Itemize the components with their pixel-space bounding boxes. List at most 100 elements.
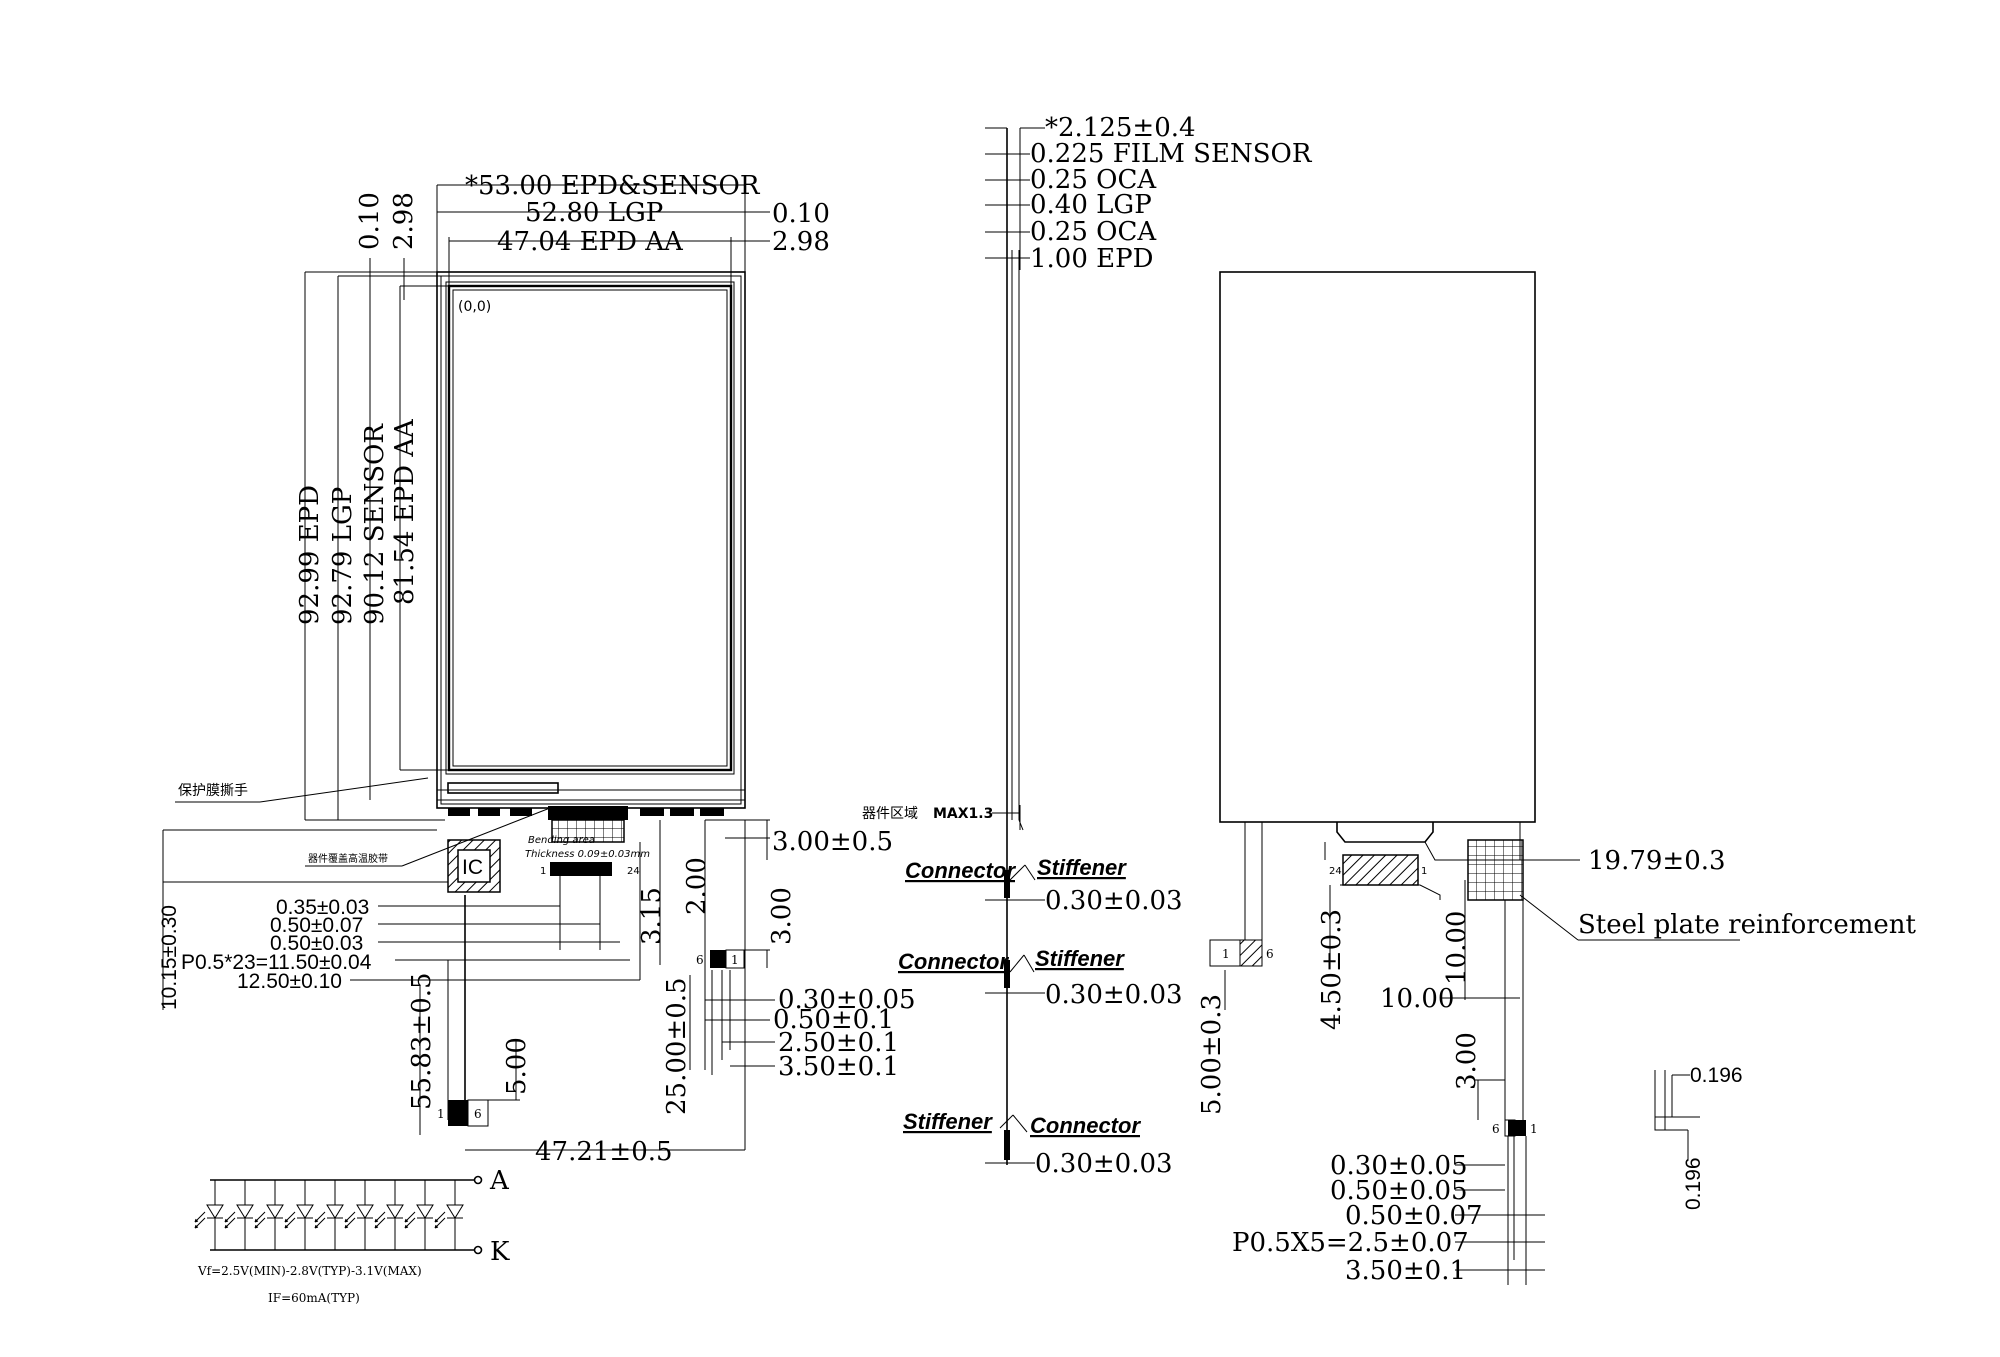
- tape-leader: [401, 807, 551, 867]
- led-emit-arrow: [224, 1217, 236, 1229]
- fpc-pin-6-label: 6: [474, 1107, 482, 1121]
- connector-label-3: Connector: [1030, 1113, 1141, 1138]
- stack-film-sensor: 0.225 FILM SENSOR: [1030, 139, 1313, 169]
- cs3-thickness: 0.30±0.03: [1035, 1149, 1173, 1179]
- dim-52-80: 52.80 LGP: [525, 198, 663, 228]
- cs1-leader-b: [1024, 864, 1036, 881]
- led-emit-arrow: [404, 1211, 416, 1223]
- dim-3-00-back: 3.00: [1452, 1032, 1482, 1090]
- dim-2-00: 2.00: [682, 857, 712, 915]
- stiffener-label-2: Stiffener: [1035, 946, 1125, 971]
- peel-leader: [259, 777, 429, 803]
- component-zone-max: MAX1.3: [933, 806, 993, 822]
- led-diode: [404, 1180, 434, 1250]
- led-triangle: [236, 1204, 254, 1219]
- dim-0-10-right: 0.10: [772, 199, 830, 229]
- dim-3-00-top: 3.00±0.5: [772, 827, 893, 857]
- led-emit-arrow: [254, 1211, 266, 1223]
- led-triangle: [266, 1204, 284, 1219]
- cs2-leader-b: [1023, 954, 1035, 973]
- led-vf: Vf=2.5V(MIN)-2.8V(TYP)-3.1V(MAX): [197, 1264, 422, 1278]
- led-triangle: [416, 1204, 434, 1219]
- anode-terminal: [473, 1175, 483, 1185]
- dim-5-00-back: 5.00±0.3: [1197, 994, 1227, 1115]
- detail-bracket: [1654, 1070, 1688, 1131]
- back-tail-pin-1: 1: [1530, 1122, 1538, 1136]
- dim-25-00: 25.00±0.5: [662, 977, 692, 1115]
- dim-90-12: 90.12 SENSOR: [360, 423, 390, 625]
- led-emit-arrow: [344, 1211, 356, 1223]
- sensor-outline: [445, 281, 735, 775]
- back-pin-24: 24: [1329, 866, 1342, 877]
- dim-tail-0-50: 0.50±0.1: [773, 1005, 894, 1035]
- dim-tail-3-50: 3.50±0.1: [778, 1052, 899, 1082]
- fpc-bend-block: [548, 806, 628, 820]
- led-diode: [344, 1180, 374, 1250]
- led-diode: [194, 1180, 224, 1250]
- fpc-pin-1-label: 1: [437, 1107, 445, 1121]
- led-diode: [224, 1180, 254, 1250]
- dim-10-15: 10.15±0.30: [158, 905, 181, 1010]
- dim-53: *53.00 EPD&SENSOR: [465, 171, 761, 201]
- fpc-pad-4: [640, 808, 664, 816]
- steel-label: Steel plate reinforcement: [1578, 910, 1916, 940]
- tail-pin-6-label: 6: [696, 953, 704, 967]
- cs2-stiffener: [1004, 960, 1010, 988]
- dim-92-99: 92.99 EPD: [295, 485, 325, 625]
- ic-label: IC: [462, 856, 483, 879]
- component-zone-label: 器件区域: [862, 806, 918, 822]
- cathode-terminal: [473, 1245, 483, 1255]
- cs1-thickness: 0.30±0.03: [1045, 886, 1183, 916]
- led-emit-arrow: [314, 1211, 326, 1223]
- dim-5-00: 5.00: [502, 1037, 532, 1095]
- led-diode: [434, 1180, 464, 1250]
- cs1-stiffener: [1004, 870, 1010, 898]
- dim-3-00-vert: 3.00: [767, 887, 797, 945]
- back-tab-pin-6: 6: [1266, 947, 1274, 961]
- back-dim-0-50-07: 0.50±0.07: [1345, 1201, 1483, 1231]
- dim-10-00-v: 10.00: [1442, 911, 1472, 985]
- epd-sensor-outline: [436, 271, 746, 809]
- thickness-label: Thickness 0.09±0.03mm: [525, 849, 650, 860]
- right-tail-box: [725, 949, 745, 969]
- tail-end-box: [467, 1099, 489, 1127]
- led-triangle: [386, 1204, 404, 1219]
- tape-label: 器件覆盖高温胶带: [308, 852, 388, 865]
- led-emit-arrow: [284, 1211, 296, 1223]
- led-emit-arrow: [434, 1211, 446, 1223]
- cs2-thickness: 0.30±0.03: [1045, 980, 1183, 1010]
- dim-81-54: 81.54 EPD AA: [390, 418, 420, 605]
- fpc-pad-3: [510, 808, 532, 816]
- front-view: (0,0) IC Bending area Thickness 0.09±0.0…: [158, 171, 916, 1167]
- led-emit-arrow: [344, 1217, 356, 1229]
- epd-aa-inner: [452, 289, 728, 767]
- led-diode: [284, 1180, 314, 1250]
- epd-active-area: [447, 284, 733, 772]
- connector-label-1: Connector: [905, 858, 1016, 883]
- cathode-label: K: [490, 1237, 510, 1267]
- fpc-pad-5: [670, 808, 694, 816]
- led-emit-arrow: [404, 1217, 416, 1229]
- detail-dim-1: 0.196: [1690, 1064, 1743, 1087]
- back-tail-connector: [1508, 1120, 1526, 1136]
- led-triangle: [356, 1204, 374, 1219]
- tail-pin-1-label: 1: [731, 953, 739, 967]
- back-tab-connector: [1239, 939, 1263, 967]
- fpc-connector-pads: [550, 862, 612, 876]
- dim-19-79: 19.79±0.3: [1588, 846, 1726, 876]
- led-if: IF=60mA(TYP): [268, 1291, 360, 1305]
- fpc-pad-2: [478, 808, 500, 816]
- cs1-leader-a: [1009, 864, 1026, 881]
- dim-tail-2-50: 2.50±0.1: [778, 1028, 899, 1058]
- dim-4-50: 4.50±0.3: [1317, 909, 1347, 1030]
- dim-2-98-left: 2.98: [389, 192, 419, 250]
- led-triangle: [296, 1204, 314, 1219]
- dim-0-50-07: 0.50±0.07: [270, 914, 363, 937]
- led-diode: [254, 1180, 284, 1250]
- back-fpc-lower: [1340, 884, 1441, 900]
- tail-end-connector: [448, 1100, 468, 1126]
- led-diode: [314, 1180, 344, 1250]
- back-view: 24 1 19.79±0.3 Steel plate reinforcement…: [1197, 271, 1916, 1286]
- detail-view: 0.196 0.196: [1654, 1064, 1743, 1210]
